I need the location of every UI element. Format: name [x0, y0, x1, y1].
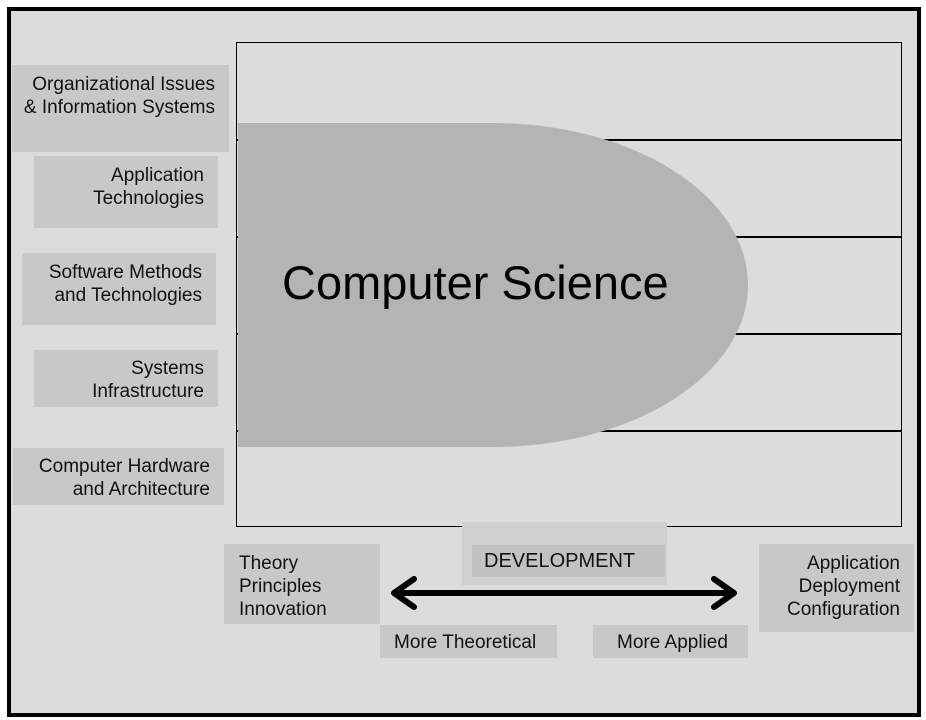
label-line: Infrastructure [92, 381, 204, 402]
more-applied-label: More Applied [593, 625, 748, 658]
application-box: Application Deployment Configuration [759, 544, 914, 632]
central-label: Computer Science [282, 256, 669, 309]
label-line: Principles [239, 576, 322, 597]
development-label: DEVELOPMENT [472, 545, 665, 577]
label-text: More Theoretical [394, 632, 537, 653]
label-line: Theory [239, 553, 299, 574]
label-line: Deployment [798, 576, 900, 597]
label-line: & Information Systems [23, 97, 215, 118]
label-line: Systems [131, 358, 204, 379]
double-arrow-icon [391, 576, 737, 610]
label-line: Organizational Issues [32, 74, 215, 95]
left-label-application-tech: Application Technologies [34, 156, 218, 228]
label-line: and Architecture [72, 479, 210, 500]
left-label-organizational: Organizational Issues & Information Syst… [12, 65, 229, 152]
label-line: Software Methods [48, 262, 202, 283]
left-label-software-methods: Software Methods and Technologies [22, 253, 216, 325]
label-line: Innovation [239, 599, 327, 620]
label-line: Computer Hardware [38, 456, 210, 477]
computer-science-region [238, 123, 748, 447]
left-label-hardware: Computer Hardware and Architecture [13, 448, 224, 505]
more-theoretical-label: More Theoretical [380, 625, 557, 658]
label-line: and Technologies [54, 285, 202, 306]
label-line: Technologies [93, 188, 204, 209]
label-line: Application [807, 553, 900, 574]
label-line: Configuration [786, 599, 900, 620]
label-line: Application [111, 165, 204, 186]
left-label-systems-infra: Systems Infrastructure [34, 350, 218, 407]
theory-box: Theory Principles Innovation [224, 544, 380, 624]
label-text: More Applied [617, 632, 728, 653]
